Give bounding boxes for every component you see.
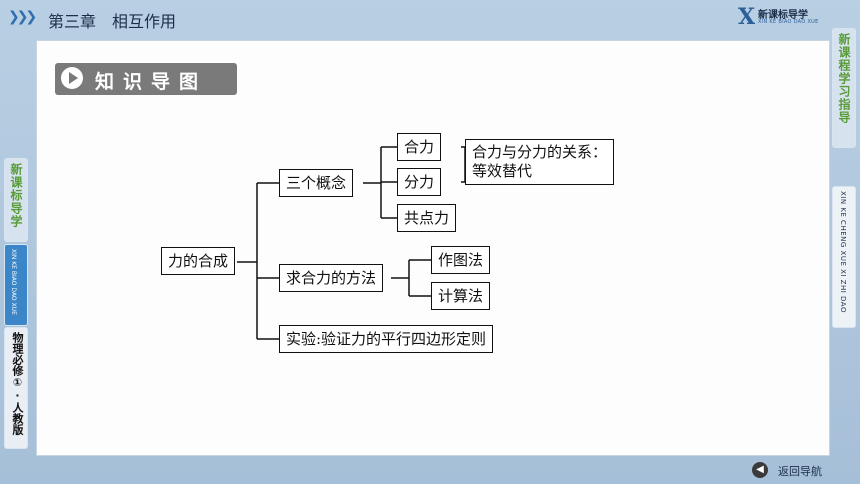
side-tab-label: 新课标导学 bbox=[9, 163, 23, 228]
side-tab-label: 新课程学习指导 bbox=[837, 33, 851, 124]
side-tab-xinkecheng[interactable]: 新课程学习指导 bbox=[832, 28, 856, 148]
brand-name-cn: 新课标导学 bbox=[758, 10, 808, 21]
play-icon bbox=[61, 67, 83, 89]
node-graph: 作图法 bbox=[431, 246, 491, 274]
node-experiment: 实验:验证力的平行四边形定则 bbox=[279, 325, 494, 353]
content-panel: 知识导图 力的合成 三个概念 合力 分力 共点力 合 bbox=[36, 40, 830, 456]
node-method: 求合力的方法 bbox=[279, 264, 384, 292]
node-resultant: 合力 bbox=[397, 133, 442, 161]
node-relation: 合力与分力的关系： 等效替代 bbox=[465, 139, 615, 185]
node-relation-line2: 等效替代 bbox=[472, 162, 533, 180]
node-concepts: 三个概念 bbox=[279, 169, 354, 197]
brand-logo: X 新课标导学 XIN KE BIAO DAO XUE bbox=[738, 4, 832, 30]
back-nav-label: 返回导航 bbox=[778, 465, 822, 478]
node-concurrent: 共点力 bbox=[397, 204, 457, 232]
brand-name-en: XIN KE BIAO DAO XUE bbox=[758, 19, 819, 25]
side-tab-xinkecheng-pinyin[interactable]: XIN KE CHENG XUE XI ZHI DAO bbox=[832, 186, 856, 328]
back-nav-button[interactable]: ◀ 返回导航 bbox=[752, 462, 852, 480]
side-tab-label: 物理必修①·人教版 bbox=[11, 332, 24, 435]
node-component: 分力 bbox=[397, 168, 442, 196]
side-tab-xinkebiao[interactable]: 新课标导学 bbox=[4, 158, 28, 242]
side-tab-textbook[interactable]: 物理必修①·人教版 bbox=[4, 327, 28, 449]
chapter-title: 第三章 相互作用 bbox=[48, 12, 177, 31]
chevrons-icon: ❯❯❯ bbox=[8, 9, 37, 25]
section-heading-text: 知识导图 bbox=[95, 71, 208, 93]
node-calc: 计算法 bbox=[431, 282, 491, 310]
side-tab-pinyin[interactable]: XIN KE BIAO DAO XUE bbox=[4, 244, 28, 326]
section-heading: 知识导图 bbox=[55, 63, 237, 95]
back-arrow-icon: ◀ bbox=[752, 462, 768, 478]
node-relation-line1: 合力与分力的关系： bbox=[472, 143, 608, 161]
side-tab-label: XIN KE BIAO DAO XUE bbox=[10, 249, 17, 315]
brand-letter: X bbox=[738, 4, 756, 30]
side-tab-label: XIN KE CHENG XUE XI ZHI DAO bbox=[839, 191, 847, 313]
top-bar: ❯❯❯ 第三章 相互作用 X 新课标导学 XIN KE BIAO DAO XUE bbox=[0, 0, 860, 34]
node-root: 力的合成 bbox=[161, 247, 236, 275]
